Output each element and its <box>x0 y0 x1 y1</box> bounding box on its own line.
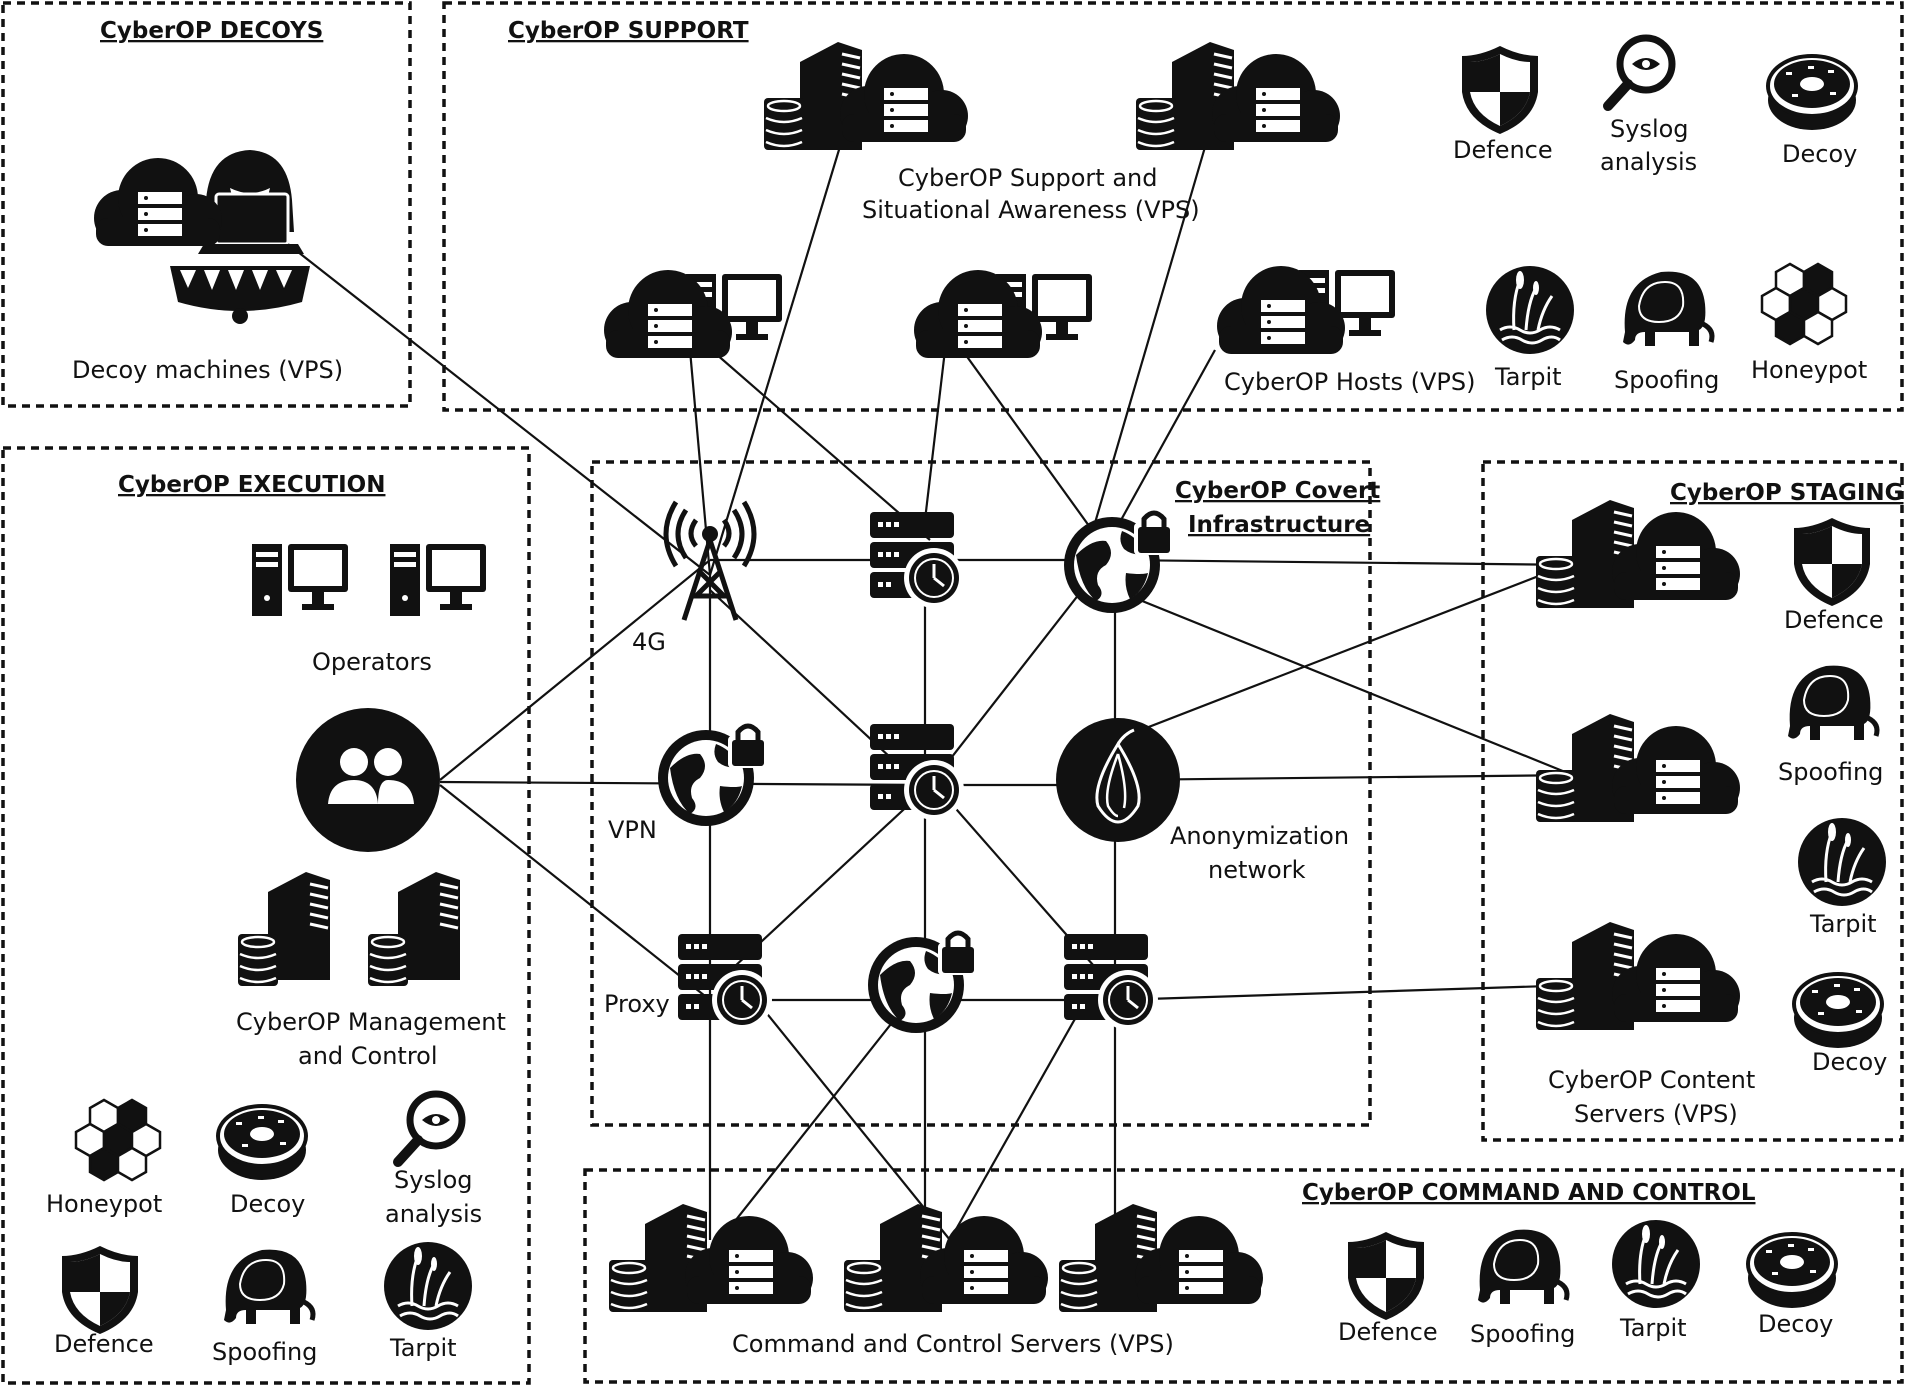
support-cloud-datacenter-icon <box>1136 42 1340 150</box>
exec-tool-label-tarpit: Tarpit <box>389 1334 457 1362</box>
shield-icon <box>62 1246 138 1334</box>
tool-label-honeypot: Honeypot <box>1751 356 1867 384</box>
zone-title-covert-1: CyberOP Covert <box>1175 478 1380 504</box>
shield-icon <box>1348 1232 1424 1320</box>
zone-title-execution: CyberOP EXECUTION <box>118 472 385 498</box>
exec-tool-label-honeypot: Honeypot <box>46 1190 162 1218</box>
zone-support <box>442 1 1904 412</box>
c2-tool-label-tarpit: Tarpit <box>1619 1314 1687 1342</box>
anon-label-2: network <box>1208 856 1306 884</box>
zone-title-c2: CyberOP COMMAND AND CONTROL <box>1302 1180 1756 1206</box>
zone-decoys <box>1 1 412 408</box>
c2-tool-label-decoy: Decoy <box>1758 1310 1833 1338</box>
exec-tool-label-spoofing: Spoofing <box>212 1338 317 1366</box>
anon-label-1: Anonymization <box>1170 822 1349 850</box>
honeycomb-icon <box>74 1098 162 1182</box>
staging-tool-label-tarpit: Tarpit <box>1809 910 1877 938</box>
staging-cloud-datacenter-icon <box>1536 714 1740 822</box>
tool-label-tarpit: Tarpit <box>1494 363 1562 391</box>
tarpit-icon <box>382 1240 474 1332</box>
c2-cloud-datacenter-icon <box>844 1204 1048 1312</box>
donut-icon <box>216 1104 308 1182</box>
tool-label-syslog-1: Syslog <box>1610 115 1689 143</box>
tool-label-syslog-2: analysis <box>1600 148 1697 176</box>
exec-tool-label-syslog-2: analysis <box>385 1200 482 1228</box>
vpn-globe-lock-icon <box>658 726 768 826</box>
zone-title-staging: CyberOP STAGING <box>1670 480 1904 506</box>
elephant-icon <box>224 1250 313 1324</box>
zone-execution <box>1 446 531 1385</box>
hacker-trap-icon <box>94 150 310 324</box>
mgmt-label-1: CyberOP Management <box>236 1008 506 1036</box>
tarpit-icon <box>1796 816 1888 908</box>
server-clock-icon <box>868 510 966 610</box>
host-icon <box>914 270 1092 358</box>
four-g-label: 4G <box>632 628 666 656</box>
tool-label-decoy: Decoy <box>1782 140 1857 168</box>
datacenter-icon <box>236 870 332 988</box>
datacenter-icon <box>366 870 462 988</box>
support-sa-label-2: Situational Awareness (VPS) <box>862 196 1200 224</box>
c2-cloud-datacenter-icon <box>1059 1204 1263 1312</box>
elephant-icon <box>1623 272 1712 346</box>
server-clock-icon <box>1062 932 1160 1032</box>
exec-tool-label-defence: Defence <box>54 1330 154 1358</box>
zone-title-decoys: CyberOP DECOYS <box>100 18 323 44</box>
hosts-label: CyberOP Hosts (VPS) <box>1224 368 1475 396</box>
tarpit-icon <box>1484 264 1576 356</box>
tool-label-defence: Defence <box>1453 136 1553 164</box>
proxy-label: Proxy <box>604 990 670 1018</box>
magnifier-icon <box>398 1094 462 1162</box>
staging-cloud-datacenter-icon <box>1536 922 1740 1030</box>
c2-servers-label: Command and Control Servers (VPS) <box>732 1330 1174 1358</box>
shield-icon <box>1462 46 1538 134</box>
staging-cloud-datacenter-icon <box>1536 500 1740 608</box>
content-servers-label-2: Servers (VPS) <box>1574 1100 1738 1128</box>
c2-tool-label-spoofing: Spoofing <box>1470 1320 1575 1348</box>
donut-icon <box>1792 972 1884 1050</box>
zone-title-covert-2: Infrastructure <box>1188 512 1370 538</box>
c2-tool-label-defence: Defence <box>1338 1318 1438 1346</box>
zone-title-support: CyberOP SUPPORT <box>508 18 749 44</box>
zone-covert <box>590 460 1372 1127</box>
user-group-icon <box>296 708 440 852</box>
exec-tool-label-syslog-1: Syslog <box>394 1166 473 1194</box>
globe-lock-icon <box>868 933 978 1033</box>
zone-staging <box>1481 460 1904 1142</box>
operators-label: Operators <box>312 648 432 676</box>
donut-icon <box>1766 54 1858 132</box>
support-sa-label-1: CyberOP Support and <box>898 164 1157 192</box>
elephant-icon <box>1788 666 1877 740</box>
onion-icon <box>1054 716 1182 844</box>
support-cloud-datacenter-icon <box>764 42 968 150</box>
shield-icon <box>1794 518 1870 606</box>
host-icon <box>1217 266 1395 354</box>
host-icon <box>604 270 782 358</box>
mgmt-label-2: and Control <box>298 1042 438 1070</box>
tool-label-spoofing: Spoofing <box>1614 366 1719 394</box>
staging-tool-label-spoofing: Spoofing <box>1778 758 1883 786</box>
vpn-label: VPN <box>608 816 657 844</box>
proxy-server-clock-icon <box>676 932 774 1032</box>
globe-lock-icon <box>1064 513 1174 613</box>
magnifier-icon <box>1608 38 1672 106</box>
server-clock-icon <box>868 722 966 822</box>
honeycomb-icon <box>1760 262 1848 346</box>
operator-desktop-icon <box>390 544 486 616</box>
exec-tool-label-decoy: Decoy <box>230 1190 305 1218</box>
elephant-icon <box>1478 1230 1567 1304</box>
decoy-machines-label: Decoy machines (VPS) <box>72 356 343 384</box>
operator-desktop-icon <box>252 544 348 616</box>
donut-icon <box>1746 1232 1838 1310</box>
staging-tool-label-defence: Defence <box>1784 606 1884 634</box>
content-servers-label-1: CyberOP Content <box>1548 1066 1755 1094</box>
zone-c2 <box>583 1168 1904 1384</box>
tarpit-icon <box>1610 1218 1702 1310</box>
staging-tool-label-decoy: Decoy <box>1812 1048 1887 1076</box>
